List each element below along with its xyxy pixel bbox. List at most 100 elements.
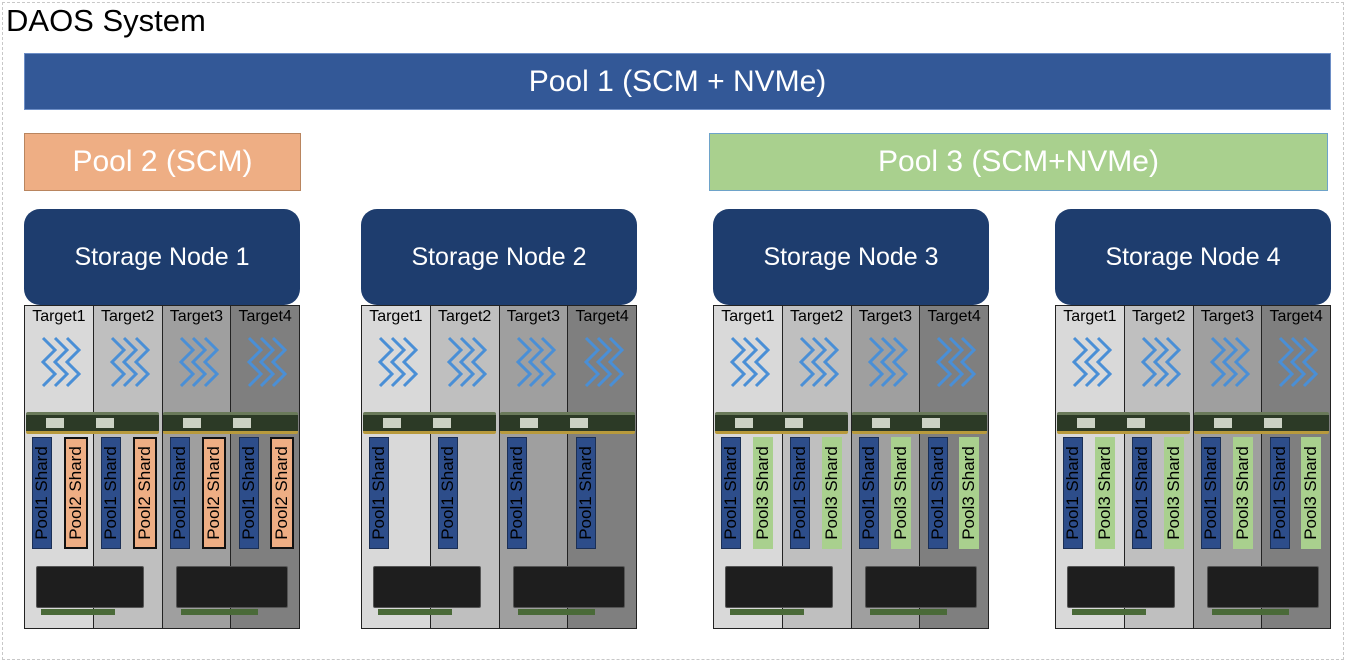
dimm-module-icon bbox=[163, 412, 298, 434]
pool1-shard: Pool1 Shard bbox=[369, 437, 389, 549]
pool2-shard: Pool2 Shard bbox=[64, 437, 88, 549]
chevron-waves-icon bbox=[1278, 336, 1319, 388]
shard-label: Pool1 Shard bbox=[790, 446, 809, 540]
pool1-shard: Pool1 Shard bbox=[790, 437, 810, 549]
pool3-shard: Pool3 Shard bbox=[959, 437, 979, 549]
pool2-shard: Pool2 Shard bbox=[202, 437, 226, 549]
pool3-shard: Pool3 Shard bbox=[822, 437, 842, 549]
dimm-module-icon bbox=[363, 412, 496, 434]
node-header: Storage Node 3 bbox=[713, 209, 989, 305]
shard-label: Pool1 Shard bbox=[1063, 446, 1082, 540]
pool3-shard: Pool3 Shard bbox=[1095, 437, 1115, 549]
nvme-ssd-card-icon bbox=[36, 566, 144, 615]
nvme-ssd-card-icon bbox=[1067, 566, 1175, 615]
target-label: Target4 bbox=[238, 308, 292, 325]
target-label: Target3 bbox=[1200, 308, 1255, 325]
chevron-waves-icon bbox=[446, 336, 487, 388]
target-label: Target3 bbox=[506, 308, 561, 325]
pool1-shard: Pool1 Shard bbox=[928, 437, 948, 549]
target-label: Target4 bbox=[575, 308, 629, 325]
node-header: Storage Node 1 bbox=[24, 209, 300, 305]
pool3-shard: Pool3 Shard bbox=[1164, 437, 1184, 549]
pool1-shard: Pool1 Shard bbox=[1201, 437, 1221, 549]
chevron-waves-icon bbox=[1209, 336, 1250, 388]
shard-label: Pool1 Shard bbox=[170, 446, 189, 540]
pool1-shard: Pool1 Shard bbox=[1063, 437, 1083, 549]
node-header: Storage Node 4 bbox=[1055, 209, 1331, 305]
pool3-shard: Pool3 Shard bbox=[891, 437, 911, 549]
shard-label: Pool2 Shard bbox=[135, 446, 154, 540]
pool1-shard: Pool1 Shard bbox=[1270, 437, 1290, 549]
pool1-shard: Pool1 Shard bbox=[507, 437, 527, 549]
pool1-bar: Pool 1 (SCM + NVMe) bbox=[24, 53, 1331, 110]
dimm-module-icon bbox=[500, 412, 635, 434]
system-title: DAOS System bbox=[6, 3, 206, 38]
nvme-ssd-card-icon bbox=[176, 566, 288, 615]
shard-label: Pool1 Shard bbox=[32, 446, 51, 540]
nvme-ssd-card-icon bbox=[725, 566, 833, 615]
shard-label: Pool3 Shard bbox=[753, 446, 772, 540]
chevron-waves-icon bbox=[40, 336, 81, 388]
pool1-shard: Pool1 Shard bbox=[32, 437, 52, 549]
shard-label: Pool1 Shard bbox=[507, 446, 526, 540]
target-label: Target4 bbox=[927, 308, 981, 325]
target-label: Target1 bbox=[369, 308, 423, 325]
chevron-waves-icon bbox=[867, 336, 908, 388]
chevron-waves-icon bbox=[515, 336, 556, 388]
target-label: Target2 bbox=[437, 308, 492, 325]
shard-label: Pool3 Shard bbox=[1233, 446, 1252, 540]
dimm-module-icon bbox=[26, 412, 159, 434]
shard-label: Pool3 Shard bbox=[1164, 446, 1183, 540]
shard-label: Pool1 Shard bbox=[1201, 446, 1220, 540]
chevron-waves-icon bbox=[798, 336, 839, 388]
pool3-bar: Pool 3 (SCM+NVMe) bbox=[709, 133, 1328, 191]
target-label: Target1 bbox=[721, 308, 775, 325]
target-label: Target4 bbox=[1269, 308, 1323, 325]
pool1-shard: Pool1 Shard bbox=[101, 437, 121, 549]
shard-label: Pool1 Shard bbox=[438, 446, 457, 540]
shard-label: Pool1 Shard bbox=[1270, 446, 1289, 540]
pool2-bar: Pool 2 (SCM) bbox=[24, 133, 301, 191]
shard-label: Pool3 Shard bbox=[1095, 446, 1114, 540]
pool1-shard: Pool1 Shard bbox=[721, 437, 741, 549]
pool3-shard: Pool3 Shard bbox=[1233, 437, 1253, 549]
pool1-shard: Pool1 Shard bbox=[170, 437, 190, 549]
shard-label: Pool1 Shard bbox=[239, 446, 258, 540]
pool1-shard: Pool1 Shard bbox=[239, 437, 259, 549]
dimm-module-icon bbox=[715, 412, 848, 434]
shard-label: Pool3 Shard bbox=[1301, 446, 1320, 540]
chevron-waves-icon bbox=[584, 336, 625, 388]
target-label: Target2 bbox=[789, 308, 844, 325]
shard-label: Pool1 Shard bbox=[721, 446, 740, 540]
shard-label: Pool1 Shard bbox=[369, 446, 388, 540]
target-label: Target2 bbox=[100, 308, 155, 325]
pool3-shard: Pool3 Shard bbox=[753, 437, 773, 549]
nvme-ssd-card-icon bbox=[865, 566, 977, 615]
pool3-shard: Pool3 Shard bbox=[1301, 437, 1321, 549]
nvme-ssd-card-icon bbox=[513, 566, 625, 615]
shard-label: Pool3 Shard bbox=[959, 446, 978, 540]
pool1-shard: Pool1 Shard bbox=[1132, 437, 1152, 549]
shard-label: Pool2 Shard bbox=[66, 446, 85, 540]
pool1-shard: Pool1 Shard bbox=[859, 437, 879, 549]
chevron-waves-icon bbox=[178, 336, 219, 388]
chevron-waves-icon bbox=[247, 336, 288, 388]
shard-label: Pool1 Shard bbox=[101, 446, 120, 540]
shard-label: Pool1 Shard bbox=[928, 446, 947, 540]
shard-label: Pool3 Shard bbox=[822, 446, 841, 540]
shard-label: Pool1 Shard bbox=[1132, 446, 1151, 540]
target-label: Target1 bbox=[32, 308, 86, 325]
target-label: Target3 bbox=[169, 308, 224, 325]
shard-label: Pool2 Shard bbox=[272, 446, 291, 540]
dimm-module-icon bbox=[852, 412, 987, 434]
target-label: Target2 bbox=[1131, 308, 1186, 325]
dimm-module-icon bbox=[1057, 412, 1190, 434]
nvme-ssd-card-icon bbox=[373, 566, 481, 615]
pool1-shard: Pool1 Shard bbox=[576, 437, 596, 549]
nvme-ssd-card-icon bbox=[1207, 566, 1319, 615]
shard-label: Pool2 Shard bbox=[204, 446, 223, 540]
shard-label: Pool1 Shard bbox=[576, 446, 595, 540]
pool2-shard: Pool2 Shard bbox=[133, 437, 157, 549]
chevron-waves-icon bbox=[109, 336, 150, 388]
